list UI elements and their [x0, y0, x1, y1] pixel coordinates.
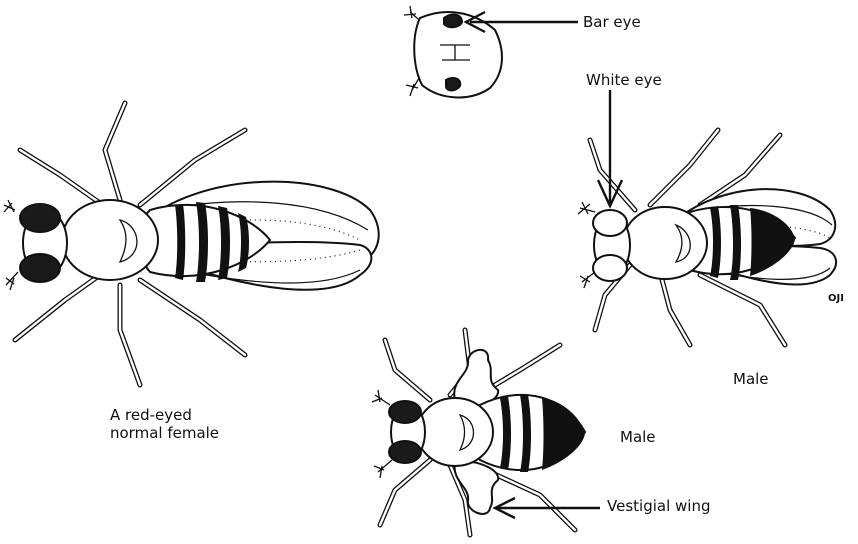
white-eye-male-fly: [578, 130, 836, 345]
vestigial-wing-label: Vestigial wing: [607, 497, 710, 515]
vestigial-wing-top: [454, 350, 498, 406]
female-label-line2: normal female: [110, 424, 219, 442]
vestigial-wing-male-fly: [372, 330, 585, 535]
bar-eye-bottom: [446, 78, 460, 91]
artist-signature: OJI: [828, 290, 844, 308]
male-label-bottom: Male: [620, 428, 656, 446]
white-eye-top: [593, 210, 627, 236]
bar-eye-head: [404, 6, 502, 97]
female-red-eye-bottom: [20, 254, 60, 282]
bar-eye-top: [444, 15, 462, 28]
vestigial-male-eye-bottom: [389, 441, 421, 463]
white-eye-label: White eye: [586, 71, 662, 89]
female-fly: [4, 103, 379, 385]
male-label-top: Male: [733, 370, 769, 388]
white-eye-bottom: [593, 255, 627, 281]
female-label-line1: A red-eyed: [110, 406, 192, 424]
vestigial-male-eye-top: [389, 401, 421, 423]
female-red-eye-top: [20, 204, 60, 232]
bar-eye-label: Bar eye: [583, 13, 641, 31]
